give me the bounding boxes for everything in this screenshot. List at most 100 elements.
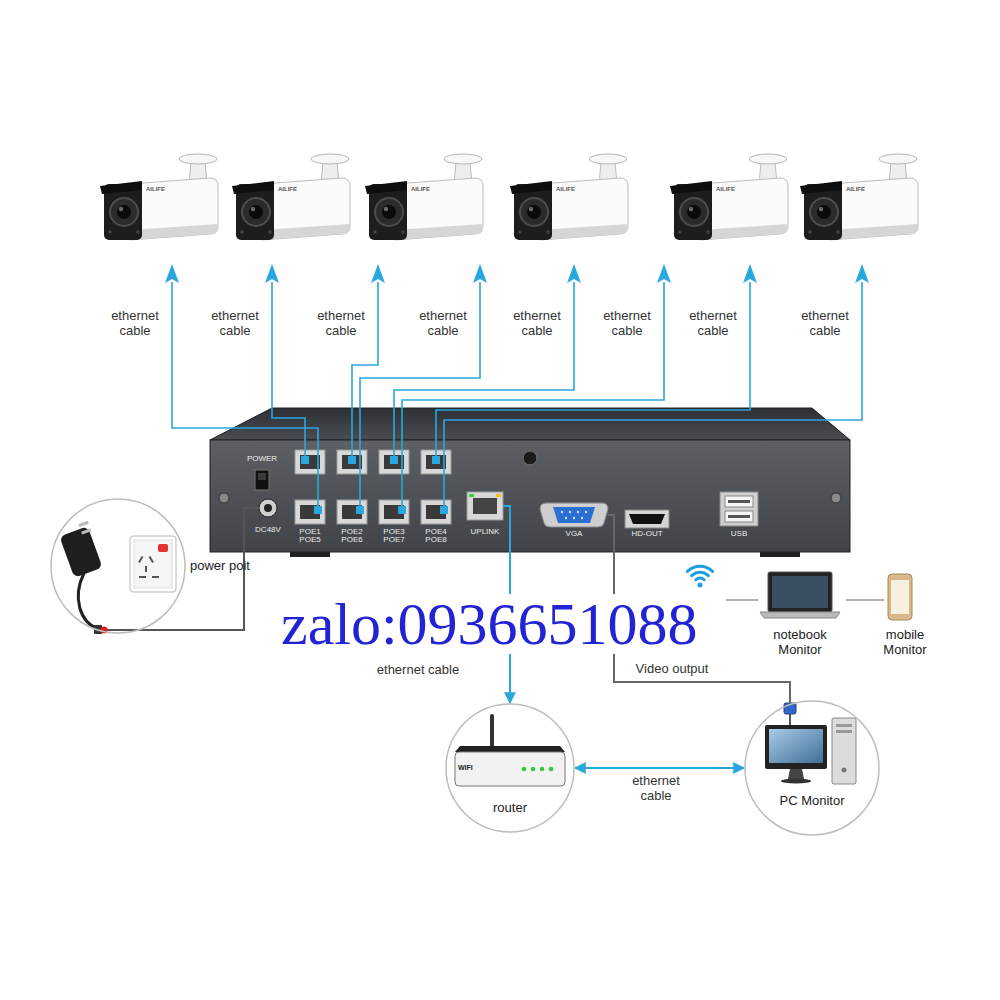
cable-arrowhead xyxy=(440,506,448,514)
phone-icon xyxy=(888,574,912,620)
cable-arrowhead xyxy=(265,264,279,283)
nvr-port xyxy=(337,500,367,524)
nvr-port xyxy=(258,473,266,480)
nvr-body xyxy=(210,408,850,557)
camera-cable xyxy=(394,282,574,462)
power-adapter xyxy=(58,521,105,578)
nvr-port xyxy=(496,494,501,497)
nvr-body xyxy=(523,451,537,465)
nvr-port xyxy=(585,511,587,513)
pc-icon xyxy=(781,779,811,784)
wall-socket xyxy=(130,536,176,592)
nvr-body xyxy=(290,552,330,557)
circle-outline xyxy=(446,704,574,832)
nvr-port xyxy=(581,517,583,519)
device-label: PC Monitor xyxy=(762,794,862,809)
cable-label: ethernet cable xyxy=(204,309,266,339)
nvr-recorder: POWERDC48VPOE1 POE5POE2 POE6POE3 POE7POE… xyxy=(210,440,850,552)
pc-icon xyxy=(789,714,791,725)
circle-outline xyxy=(50,498,186,634)
device-label: power poit xyxy=(190,559,270,574)
nvr-port xyxy=(725,511,753,522)
router-icon xyxy=(549,767,554,772)
cable-arrowhead xyxy=(348,456,356,464)
cable-arrowhead xyxy=(743,264,757,283)
circle-outline xyxy=(744,700,880,836)
cable-label: ethernet cable xyxy=(794,309,856,339)
nvr-port xyxy=(421,500,451,524)
wifi-icon xyxy=(692,572,709,575)
pc-icon xyxy=(836,730,852,733)
device-link xyxy=(726,599,758,601)
nvr-port xyxy=(725,496,753,507)
brand-label: AILIFE xyxy=(846,186,886,193)
wall-socket xyxy=(139,576,146,578)
nvr-port xyxy=(300,455,320,469)
nvr-port xyxy=(629,514,665,524)
cable-arrowhead xyxy=(567,264,581,283)
ip-camera xyxy=(800,154,918,240)
nvr-port xyxy=(540,503,608,527)
pc-icon xyxy=(788,769,804,779)
nvr-port xyxy=(469,494,474,497)
port-label: POE2 POE6 xyxy=(339,528,365,545)
cable-arrowhead xyxy=(356,506,364,514)
pc-icon xyxy=(842,768,847,773)
camera-cable xyxy=(360,282,480,513)
cable-arrowhead xyxy=(473,264,487,283)
nvr-port xyxy=(295,500,325,524)
power-adapter xyxy=(78,521,88,527)
nvr-port xyxy=(561,511,563,513)
cable-arrowhead xyxy=(371,264,385,283)
port-label: POE1 POE5 xyxy=(297,528,323,545)
nvr-port xyxy=(379,500,409,524)
nvr-port xyxy=(625,510,669,528)
camera-cable xyxy=(436,282,750,462)
device-label: notebook Monitor xyxy=(765,628,835,658)
brand-label: AILIFE xyxy=(146,186,186,193)
nvr-port xyxy=(473,498,497,514)
wifi-icon xyxy=(696,578,704,580)
cable-label: ethernet cable xyxy=(310,309,372,339)
brand-label: AILIFE xyxy=(556,186,596,193)
nvr-port xyxy=(264,504,272,512)
power-adapter xyxy=(81,528,91,534)
camera-cable xyxy=(172,282,318,513)
camera-cable xyxy=(444,282,862,513)
wall-socket xyxy=(158,544,168,552)
pc-icon xyxy=(765,725,827,769)
nvr-port xyxy=(720,492,758,526)
phone-icon xyxy=(891,580,909,614)
cable-arrowhead xyxy=(165,264,869,514)
router-icon xyxy=(455,714,565,786)
wall-socket xyxy=(138,556,143,563)
port-label: POWER xyxy=(240,455,284,463)
router-icon xyxy=(540,767,545,772)
wall-socket xyxy=(145,566,147,572)
wifi-icon xyxy=(687,566,712,587)
port-label: UPLINK xyxy=(465,528,505,536)
nvr-port xyxy=(467,492,503,520)
cable-arrowhead xyxy=(855,264,869,283)
nvr-port xyxy=(573,517,575,519)
circle-outline xyxy=(745,701,879,835)
ip-camera xyxy=(510,154,628,240)
pc-icon xyxy=(769,729,823,763)
ip-camera xyxy=(365,154,483,240)
nvr-port xyxy=(295,450,325,474)
power-adapter xyxy=(59,526,102,578)
pc-monitor-circle: PC Monitor xyxy=(744,700,880,836)
camera-cable xyxy=(172,282,862,513)
cable-label: ethernet cable xyxy=(412,309,474,339)
cable-label: ethernet cable xyxy=(596,309,658,339)
signal-label: Video output xyxy=(617,662,727,677)
power-adapter xyxy=(58,521,108,634)
nvr-port xyxy=(728,515,750,518)
nvr-body xyxy=(760,552,800,557)
cable-arrowhead xyxy=(432,456,440,464)
brand-label: AILIFE xyxy=(716,186,756,193)
nvr-port xyxy=(342,455,362,469)
router-badge: WIFI xyxy=(458,764,484,772)
